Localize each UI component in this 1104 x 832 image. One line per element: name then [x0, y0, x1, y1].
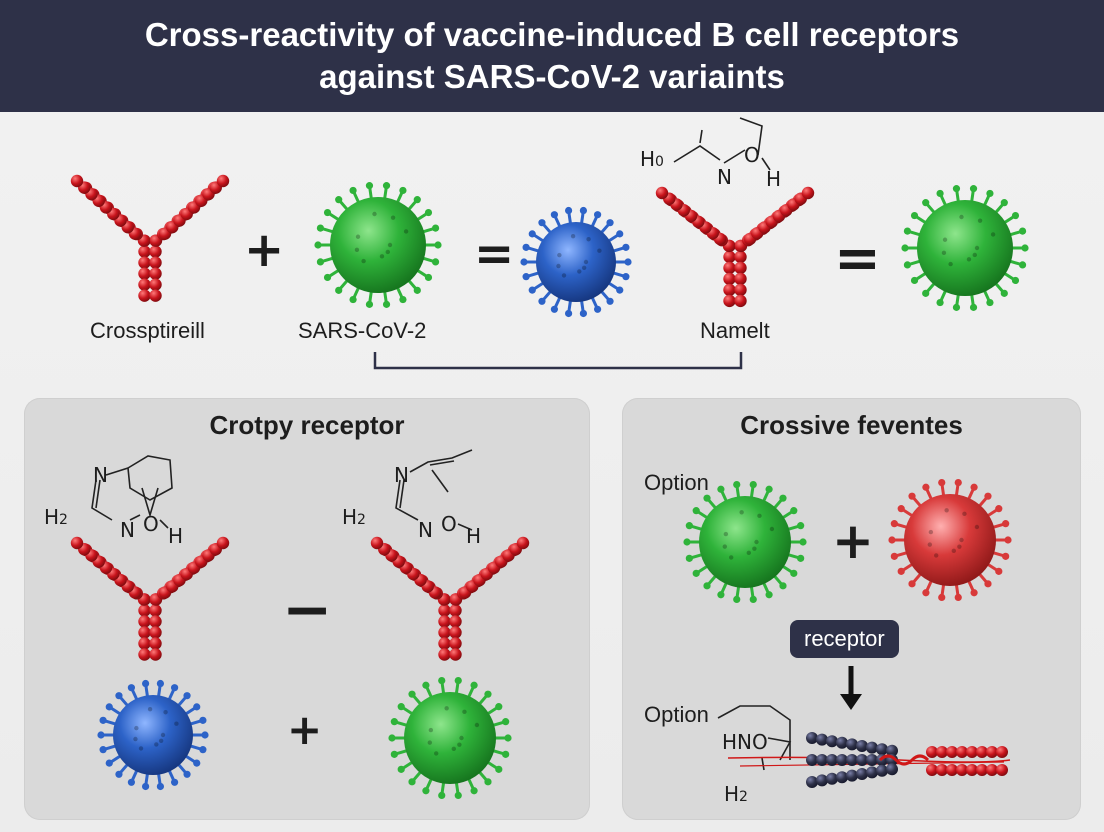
- chem-right-o: O: [441, 512, 457, 536]
- receptor-complex: [727, 732, 1011, 788]
- down-arrow-head: [840, 694, 862, 710]
- virus-green-option: [683, 480, 807, 604]
- minus-sign: −: [282, 575, 333, 645]
- chem-left-n1: N: [93, 463, 108, 487]
- chem-left-h: H2: [44, 505, 68, 529]
- plus-sign-top: +: [244, 222, 285, 278]
- chem-top-h: H0: [640, 147, 664, 171]
- virus-green-top-right: [901, 185, 1029, 311]
- option-label-1: Option: [644, 470, 709, 495]
- equals-sign-2: =: [834, 226, 881, 291]
- chem-structure-top: [673, 117, 771, 171]
- chem-right-n1: N: [394, 463, 409, 487]
- option-label-2: Option: [644, 702, 709, 727]
- chem-bottom-h2: H2: [724, 782, 748, 806]
- virus-blue-panel: [97, 679, 209, 791]
- virus-green-panel: [388, 676, 512, 800]
- virus-green-top: [314, 182, 442, 308]
- chem-structure-right: [395, 449, 473, 531]
- virus-blue-top: [520, 206, 632, 318]
- antibody-top-right: [655, 186, 815, 308]
- chem-bottom-hno: HNO: [722, 730, 768, 754]
- title-line-1: Cross-reactivity of vaccine-induced B ce…: [144, 16, 960, 53]
- antibody-top-left: [70, 174, 230, 302]
- chem-left-h2: H: [168, 524, 184, 548]
- chem-left-n2: N: [120, 518, 135, 542]
- label-sars-cov-2: SARS-CoV-2: [298, 318, 427, 343]
- left-panel-title: Crotpy receptor: [209, 410, 405, 440]
- chem-structure-left: [91, 455, 173, 529]
- chem-left-o: O: [143, 512, 159, 536]
- chem-right-n2: N: [418, 518, 433, 542]
- antibody-panel-right: [370, 536, 530, 661]
- receptor-badge: receptor: [790, 620, 899, 658]
- chem-structure-bottom: [717, 705, 792, 771]
- chem-top-o: O: [744, 143, 760, 167]
- label-antibody-right: Namelt: [700, 318, 770, 343]
- label-antibody-left: Crossptireill: [90, 318, 205, 343]
- virus-red-option: [888, 478, 1012, 602]
- chem-top-n: N: [717, 165, 732, 189]
- chem-top-h2: H: [766, 167, 782, 191]
- right-panel-title: Crossive feventes: [740, 410, 963, 440]
- plus-sign-left-panel: +: [287, 705, 323, 754]
- title-banner: Cross-reactivity of vaccine-induced B ce…: [0, 0, 1104, 112]
- title-line-2: against SARS-CoV-2 variaints: [319, 58, 785, 95]
- antibody-panel-left: [70, 536, 230, 661]
- bracket-line: [373, 352, 743, 370]
- plus-sign-right-panel: +: [832, 512, 874, 570]
- chem-right-h: H2: [342, 505, 366, 529]
- chem-right-h2: H: [466, 524, 482, 548]
- equals-sign-1: =: [474, 226, 515, 282]
